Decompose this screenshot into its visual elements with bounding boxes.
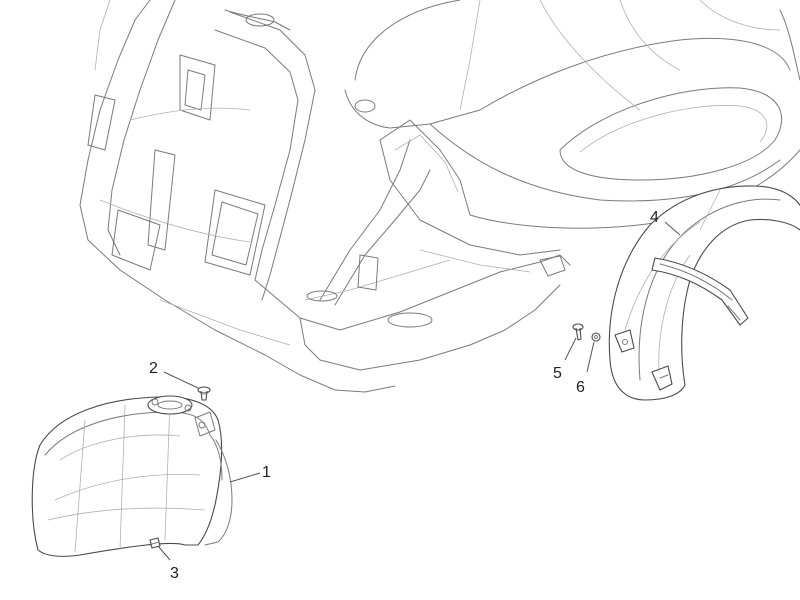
- leader-5: [564, 337, 577, 361]
- callout-4: 4: [650, 209, 659, 226]
- leader-3: [157, 545, 171, 561]
- leader-lines: [157, 221, 681, 561]
- leader-2: [163, 371, 199, 389]
- clip-nut-part-3: [149, 537, 161, 549]
- callout-5: 5: [553, 365, 562, 382]
- callout-1: 1: [262, 464, 271, 481]
- callout-labels: 1 2 3 4 5 6: [149, 209, 659, 582]
- leader-1: [229, 472, 261, 483]
- screw-part-5: [572, 323, 584, 341]
- washer-part-6: [591, 332, 601, 342]
- leader-6: [586, 341, 595, 373]
- screw-part-2: [197, 386, 211, 401]
- rear-mudguard: [608, 185, 800, 401]
- callout-6: 6: [576, 379, 585, 396]
- callout-3: 3: [170, 565, 179, 582]
- scooter-body-outline: [79, 0, 800, 393]
- front-mudguard: [31, 395, 233, 557]
- leader-4: [664, 221, 681, 236]
- callout-2: 2: [149, 360, 158, 377]
